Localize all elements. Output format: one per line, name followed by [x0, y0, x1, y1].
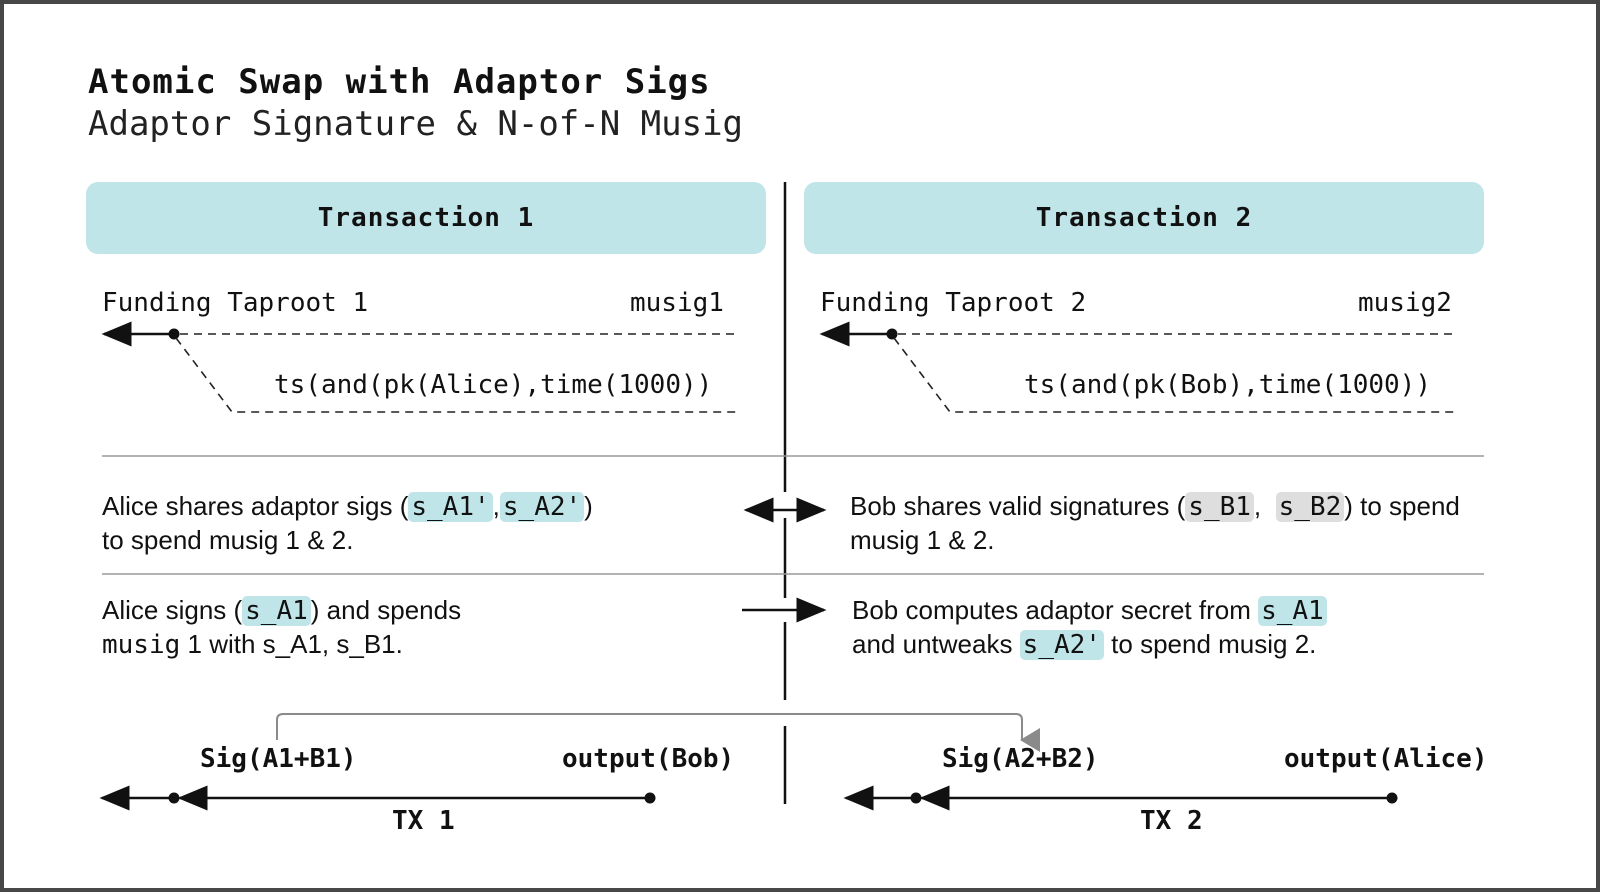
transaction-1-header: Transaction 1: [86, 182, 766, 254]
output-alice-label: output(Alice): [1284, 744, 1488, 774]
timelock-2-label: ts(and(pk(Bob),time(1000)): [1024, 370, 1431, 400]
bob-shares-valid-signatures-text: Bob shares valid signatures (s_B1, s_B2)…: [850, 491, 1460, 555]
funding-taproot-1-graph: [101, 321, 740, 413]
timelock-1-label: ts(and(pk(Alice),time(1000)): [274, 370, 713, 400]
funding-taproot-1-label: Funding Taproot 1: [102, 288, 369, 318]
sig-a1-b1-label: Sig(A1+B1): [200, 744, 357, 774]
diagram-subtitle: Adaptor Signature & N-of-N Musig: [88, 104, 744, 144]
s-a2-prime-highlight-right: s_A2': [1019, 630, 1104, 660]
tx2-label: TX 2: [1140, 806, 1203, 836]
funding-taproot-2-label: Funding Taproot 2: [820, 288, 1087, 318]
sig-connector-arrow: [276, 713, 1040, 752]
s-b1-highlight: s_B1: [1185, 492, 1254, 522]
transaction-2-header: Transaction 2: [804, 182, 1484, 254]
s-b2-highlight: s_B2: [1275, 492, 1345, 522]
diagram-title: Atomic Swap with Adaptor Sigs: [88, 62, 711, 102]
alice-shares-adaptor-sigs-text: Alice shares adaptor sigs (s_A1',s_A2') …: [102, 491, 593, 555]
s-a1-prime-highlight: s_A1': [408, 492, 493, 522]
musig2-label: musig2: [1358, 288, 1452, 318]
alice-signs-text: Alice signs (s_A1) and spends musig 1 wi…: [102, 595, 462, 660]
sig-a2-b2-label: Sig(A2+B2): [942, 744, 1099, 774]
s-a2-prime-highlight: s_A2': [499, 492, 585, 522]
tx2-chain: [843, 785, 1398, 811]
diagram-lines: [99, 182, 1484, 811]
bob-computes-adaptor-secret-text: Bob computes adaptor secret from s_A1 an…: [852, 594, 1532, 662]
s-a1-highlight: s_A1: [242, 596, 311, 626]
funding-taproot-2-graph: [819, 321, 1458, 413]
musig1-label: musig1: [630, 288, 724, 318]
output-bob-label: output(Bob): [562, 744, 735, 774]
tx1-label: TX 1: [392, 806, 455, 836]
tx1-chain: [99, 785, 656, 811]
s-a1-highlight-right: s_A1: [1258, 596, 1327, 626]
